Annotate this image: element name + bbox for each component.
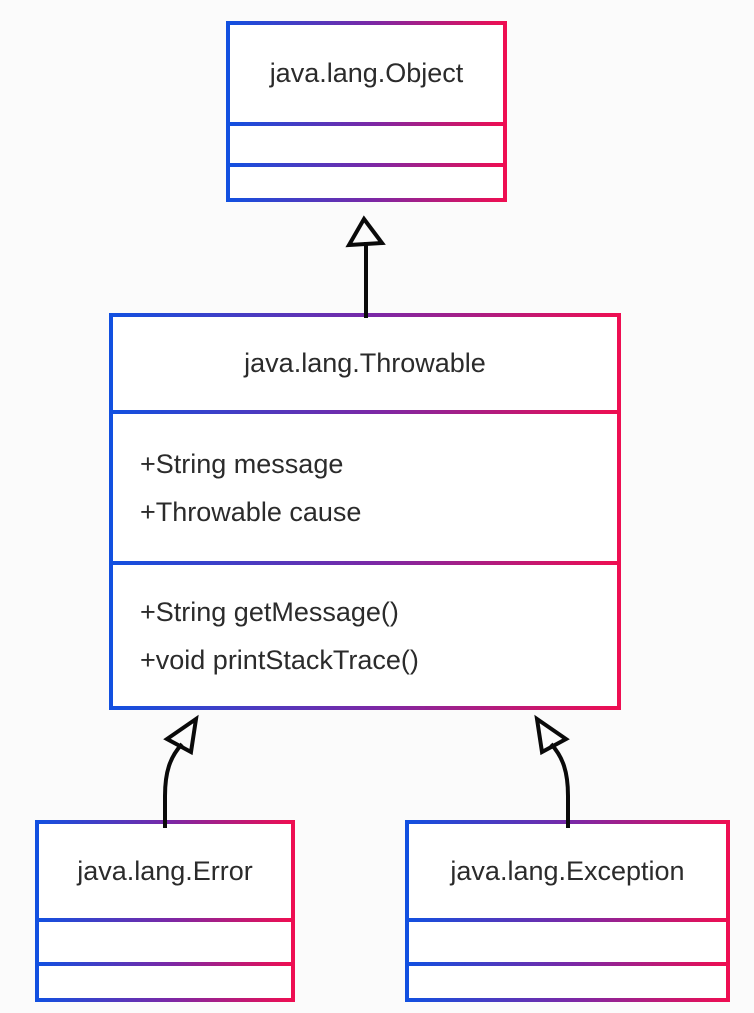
attributes-compartment-error — [39, 922, 291, 962]
compartment-divider — [113, 410, 617, 414]
arrow-shaft — [163, 742, 184, 828]
methods-compartment-object — [230, 167, 503, 198]
method-item: +String getMessage() — [140, 596, 399, 627]
methods-compartment-exception — [409, 966, 726, 998]
class-box-throwable[interactable]: java.lang.Throwable +String message +Thr… — [109, 313, 621, 710]
compartment-divider — [230, 122, 503, 126]
compartment-divider — [113, 561, 617, 565]
compartment-divider — [39, 962, 291, 966]
attribute-item: +Throwable cause — [140, 496, 362, 527]
compartment-divider — [409, 918, 726, 922]
methods-compartment-throwable: +String getMessage() +void printStackTra… — [113, 565, 617, 706]
attributes-compartment-throwable: +String message +Throwable cause — [113, 414, 617, 561]
compartment-divider — [39, 918, 291, 922]
class-title-object: java.lang.Object — [269, 58, 464, 88]
compartment-divider — [409, 962, 726, 966]
attributes-compartment-object — [230, 126, 503, 163]
compartment-divider — [230, 163, 503, 167]
class-box-exception[interactable]: java.lang.Exception — [405, 820, 730, 1002]
inheritance-arrow-error-to-throwable[interactable] — [163, 714, 199, 828]
class-title-exception: java.lang.Exception — [450, 855, 685, 886]
class-title-error: java.lang.Error — [77, 855, 253, 886]
attribute-item: +String message — [140, 448, 344, 479]
method-item: +void printStackTrace() — [140, 644, 419, 675]
arrow-shaft — [549, 742, 570, 828]
class-title-throwable: java.lang.Throwable — [244, 348, 486, 378]
hollow-triangle-arrowhead — [534, 714, 570, 756]
class-box-object[interactable]: java.lang.Object — [226, 21, 507, 202]
hollow-triangle-arrowhead — [163, 714, 199, 756]
hollow-triangle-arrowhead — [345, 215, 386, 248]
attributes-compartment-exception — [409, 922, 726, 962]
inheritance-arrow-exception-to-throwable[interactable] — [534, 714, 570, 828]
class-box-error[interactable]: java.lang.Error — [35, 820, 295, 1002]
inheritance-arrow-throwable-to-object[interactable] — [345, 215, 386, 318]
methods-compartment-error — [39, 966, 291, 998]
